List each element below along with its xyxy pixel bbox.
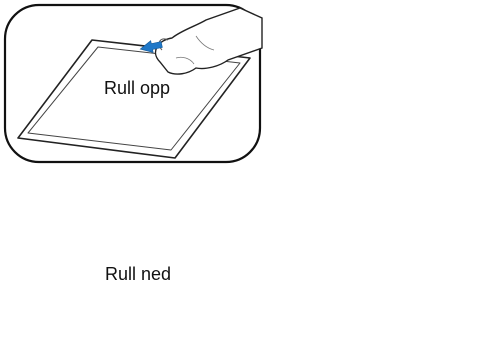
scroll-down-label: Rull ned xyxy=(105,264,171,285)
scroll-up-label: Rull opp xyxy=(104,78,170,99)
